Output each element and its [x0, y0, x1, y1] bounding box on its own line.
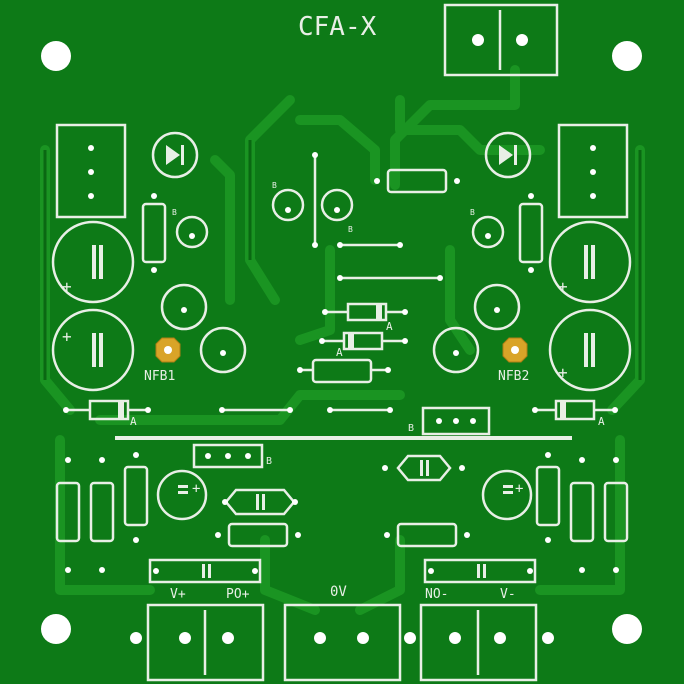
- left-regulator-outline: [55, 123, 127, 219]
- silkscreen: [51, 3, 632, 682]
- b-label-q2: B: [272, 181, 277, 190]
- component-marks: [92, 145, 595, 578]
- resistor-r7-icon: [569, 481, 595, 543]
- nfb2-label: NFB2: [498, 369, 529, 384]
- resistor-r2-icon: [518, 202, 544, 264]
- connector-left-outline: [146, 603, 265, 682]
- transistor-q5-icon: [160, 283, 208, 331]
- resistor-r11-icon: [227, 522, 289, 548]
- b-label-q3: B: [348, 225, 353, 234]
- cap-c4-icon: [548, 308, 632, 392]
- plus-c2: +: [62, 327, 72, 346]
- top-connector-outline: [443, 3, 559, 77]
- cap-c3-icon: [548, 220, 632, 304]
- right-regulator-outline: [557, 123, 629, 219]
- pads: [63, 34, 619, 644]
- b-label-header-left: B: [266, 456, 272, 467]
- resistor-r9-icon: [386, 168, 448, 194]
- cap-strip-right-outline: [423, 558, 537, 584]
- plus-c3: +: [558, 277, 568, 296]
- transistor-q8-icon: [473, 283, 521, 331]
- transistor-q3-icon: [320, 188, 354, 222]
- cap-c5-icon: [156, 469, 208, 521]
- resistor-r4-icon: [89, 481, 115, 543]
- resistor-r6-icon: [535, 465, 561, 527]
- transistor-q6-icon: [199, 326, 247, 374]
- film-cap-c8-icon: [396, 454, 452, 482]
- a-label-d4: A: [336, 346, 343, 359]
- connector-label-0v: 0V: [330, 584, 347, 600]
- cap-c2-icon: [51, 308, 135, 392]
- resistor-r1-icon: [141, 202, 167, 264]
- resistor-r5-icon: [123, 465, 149, 527]
- cap-strip-left-outline: [148, 558, 262, 584]
- board-title: CFA-X: [298, 12, 377, 42]
- transistor-q2-icon: [271, 188, 305, 222]
- plus-c5: +: [192, 481, 200, 497]
- transistor-q4-icon: [471, 215, 505, 249]
- connector-label-nominus: NO-: [425, 587, 448, 602]
- b-label-q1: B: [172, 208, 177, 217]
- resistor-r10-icon: [311, 358, 373, 384]
- resistor-r12-icon: [396, 522, 458, 548]
- a-label-d3: A: [386, 320, 393, 333]
- connector-right-outline: [419, 603, 538, 682]
- plus-c6: +: [515, 481, 523, 497]
- transistor-q1-icon: [175, 215, 209, 249]
- transistor-q7-icon: [432, 326, 480, 374]
- b-label-q4: B: [470, 208, 475, 217]
- a-label-d2: A: [598, 415, 605, 428]
- mounting-hole-icon: [612, 41, 642, 71]
- b-label-header-right: B: [408, 423, 414, 434]
- connector-label-vminus: V-: [500, 587, 516, 602]
- cap-c1-icon: [51, 220, 135, 304]
- header-right-icon: [421, 406, 491, 436]
- right-led-icon: [484, 131, 532, 179]
- left-led-icon: [151, 131, 199, 179]
- resistor-r8-icon: [603, 481, 629, 543]
- film-cap-c7-icon: [224, 488, 296, 516]
- nfb1-label: NFB1: [144, 369, 175, 384]
- resistor-r3-icon: [55, 481, 81, 543]
- jumper-wires: [66, 155, 615, 412]
- mounting-hole-icon: [41, 41, 71, 71]
- header-left-icon: [192, 443, 264, 469]
- connector-mid-outline: [283, 603, 402, 682]
- connector-label-poplus: PO+: [226, 587, 250, 602]
- mounting-hole-icon: [612, 614, 642, 644]
- mounting-holes: [41, 41, 642, 644]
- connector-label-vplus: V+: [170, 587, 186, 602]
- mounting-hole-icon: [41, 614, 71, 644]
- cap-c6-icon: [481, 469, 533, 521]
- plus-c1: +: [62, 277, 72, 296]
- a-label-d1: A: [130, 415, 137, 428]
- plus-c4: +: [558, 363, 568, 382]
